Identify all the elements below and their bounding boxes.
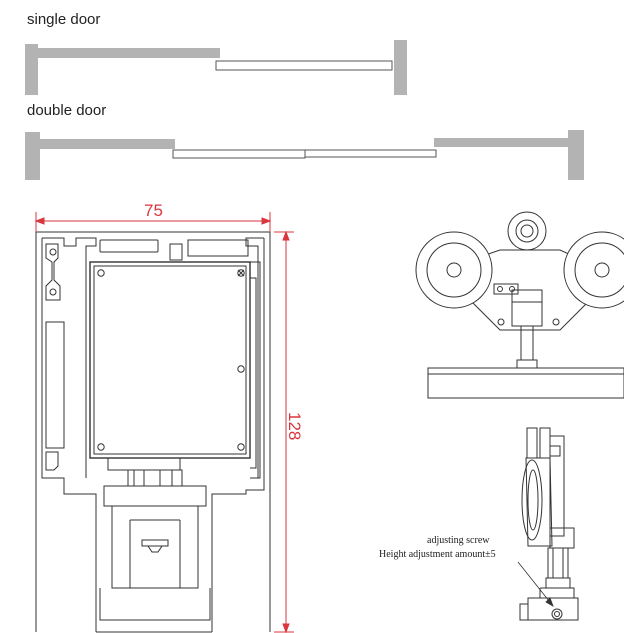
dimension-lines [34,212,294,633]
adjusting-screw-pointer [517,561,554,607]
double-door-panel-left [172,149,306,159]
single-door-diagram [25,40,407,95]
roller-carriage-front-view [415,211,624,399]
width-dimension-label: 75 [144,201,163,220]
single-left-wall [25,44,38,95]
single-left-header [38,48,220,58]
adjusting-screw-label: adjusting screw [427,535,490,546]
single-door-label: single door [27,11,101,28]
roller-carriage-side-view [519,427,579,621]
single-door-panel [215,60,393,71]
height-adjustment-label: Height adjustment amount±5 [379,549,496,560]
double-door-label: double door [27,102,107,119]
double-right-header [434,138,568,147]
front-section-drawing [35,231,271,633]
double-left-wall [25,132,40,180]
double-door-diagram [25,130,584,180]
double-left-header [40,139,175,149]
single-right-wall [394,40,407,95]
double-right-wall [568,130,584,180]
height-dimension-label: 128 [285,412,304,440]
double-door-panel-right [304,149,437,158]
